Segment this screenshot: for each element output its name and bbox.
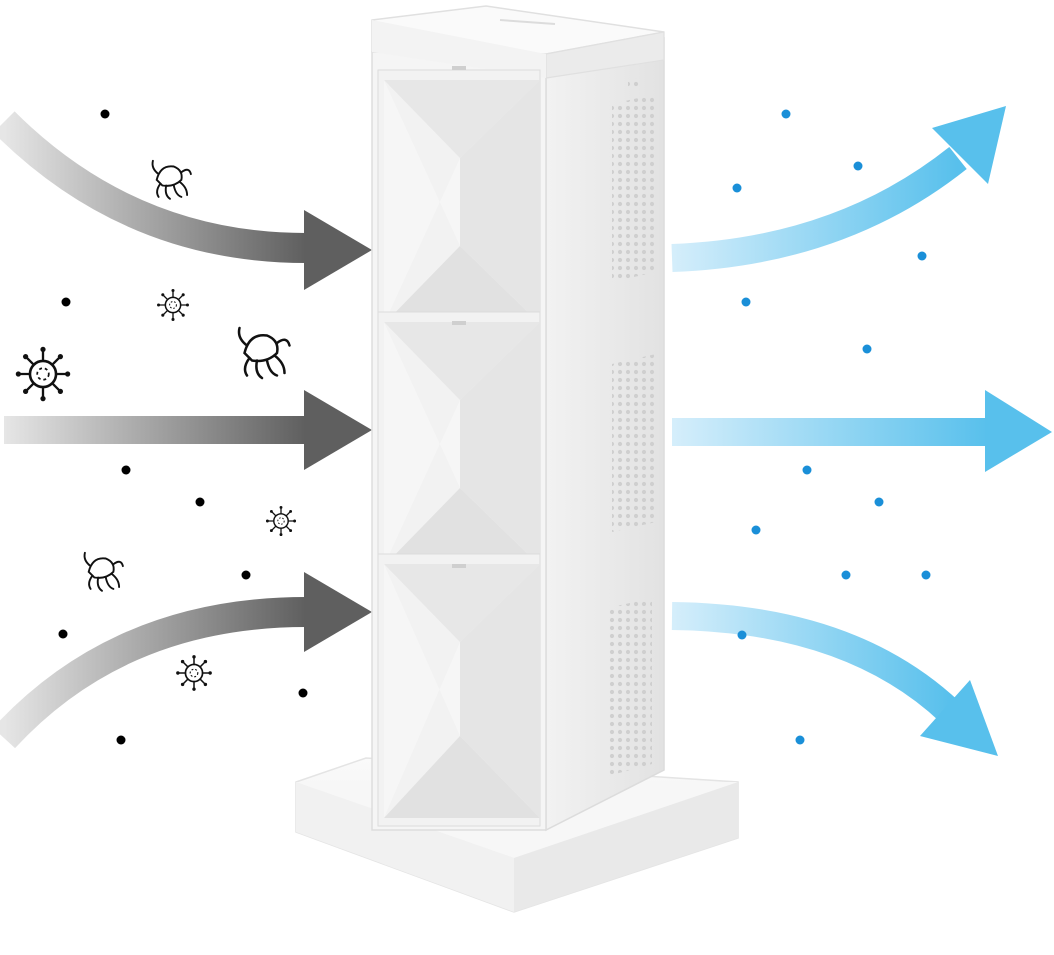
- virus-icon: [175, 654, 213, 692]
- virus-icon: [156, 288, 190, 322]
- outflow-arrow-middle: [672, 390, 1052, 472]
- dust-particles: [58, 109, 308, 745]
- outflow-arrow-top: [671, 106, 1006, 272]
- intake-arrow-middle: [4, 390, 372, 470]
- virus-icon: [14, 345, 72, 403]
- dust-mite-icon: [151, 159, 192, 200]
- intake-arrow-top: [0, 111, 372, 290]
- outflow-arrows: [671, 106, 1052, 756]
- dust-mite-icon: [237, 326, 291, 380]
- virus-icon: [265, 505, 297, 537]
- filter-panel: [377, 311, 541, 577]
- purifier-top-cap: [371, 5, 665, 79]
- intake-arrows: [0, 111, 372, 749]
- filter-panel: [377, 66, 541, 335]
- tower-air-purifier: [295, 5, 739, 913]
- intake-arrow-bottom: [0, 572, 372, 749]
- clean-particles: [732, 109, 931, 745]
- outflow-arrow-bottom: [671, 602, 998, 756]
- filter-panel: [377, 553, 541, 827]
- side-vents: [608, 78, 656, 776]
- dust-mite-icon: [83, 551, 124, 592]
